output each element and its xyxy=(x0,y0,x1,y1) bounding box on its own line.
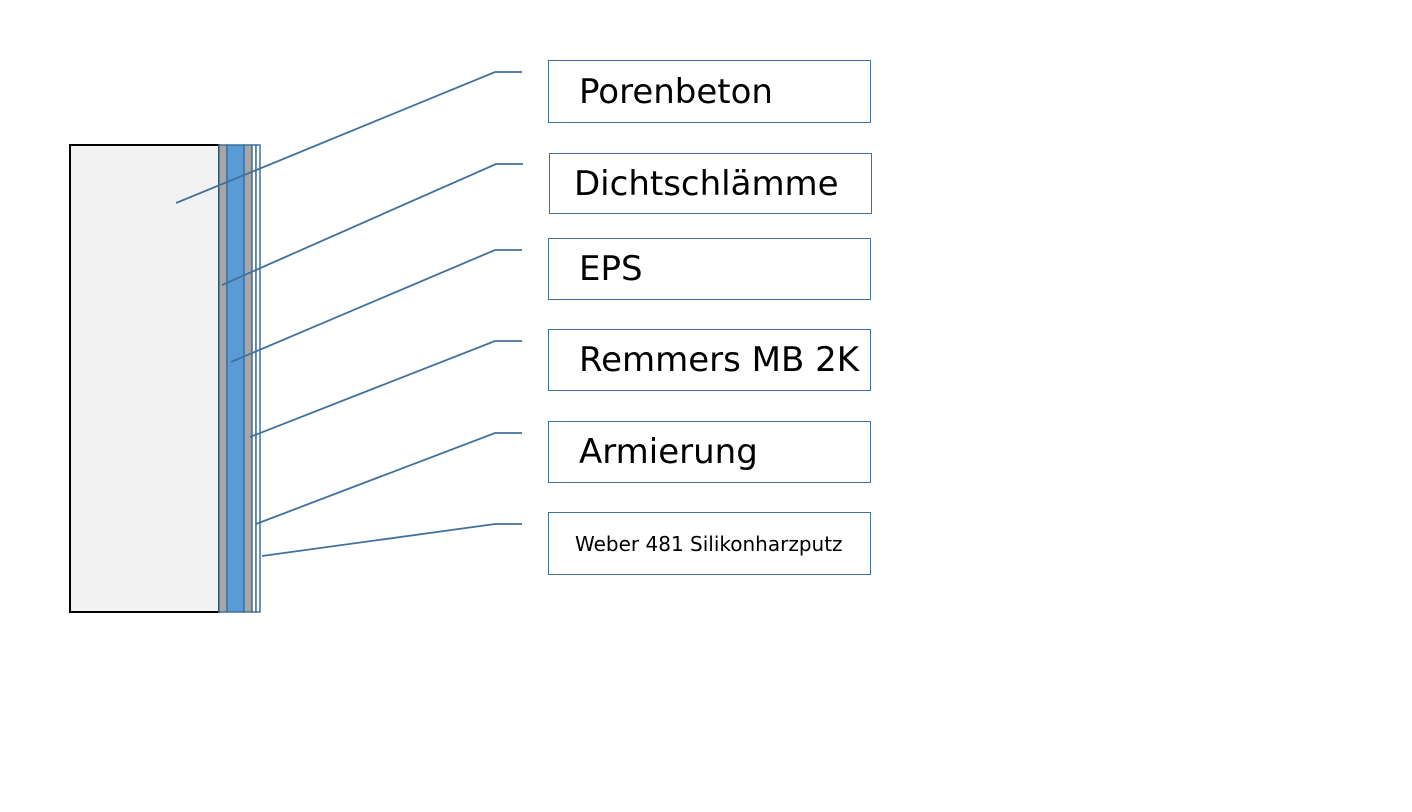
label-box-remmers: Remmers MB 2K xyxy=(548,329,871,391)
leader-line-remmers xyxy=(249,340,522,438)
layer-remmers xyxy=(243,144,253,613)
leader-line-porenbeton xyxy=(175,71,522,204)
layer-dichtschlaemme xyxy=(218,144,228,613)
label-porenbeton: Porenbeton xyxy=(579,71,773,112)
label-box-eps: EPS xyxy=(548,238,871,300)
leader-line-eps xyxy=(230,249,522,363)
label-remmers: Remmers MB 2K xyxy=(579,340,860,380)
label-dichtschlaemme: Dichtschlämme xyxy=(574,163,839,204)
label-box-porenbeton: Porenbeton xyxy=(548,60,871,123)
label-eps: EPS xyxy=(579,249,643,289)
leader-line-armierung xyxy=(255,432,522,525)
label-box-dichtschlaemme: Dichtschlämme xyxy=(549,153,872,214)
label-box-putz: Weber 481 Silikonharzputz xyxy=(548,512,871,575)
label-armierung: Armierung xyxy=(579,432,758,472)
layer-putz xyxy=(255,144,261,613)
label-box-armierung: Armierung xyxy=(548,421,871,483)
layer-eps xyxy=(226,144,245,613)
layer-porenbeton xyxy=(69,144,220,613)
label-putz: Weber 481 Silikonharzputz xyxy=(575,531,843,556)
leader-line-putz xyxy=(261,523,522,557)
leader-line-dichtschlaemme xyxy=(221,163,523,286)
